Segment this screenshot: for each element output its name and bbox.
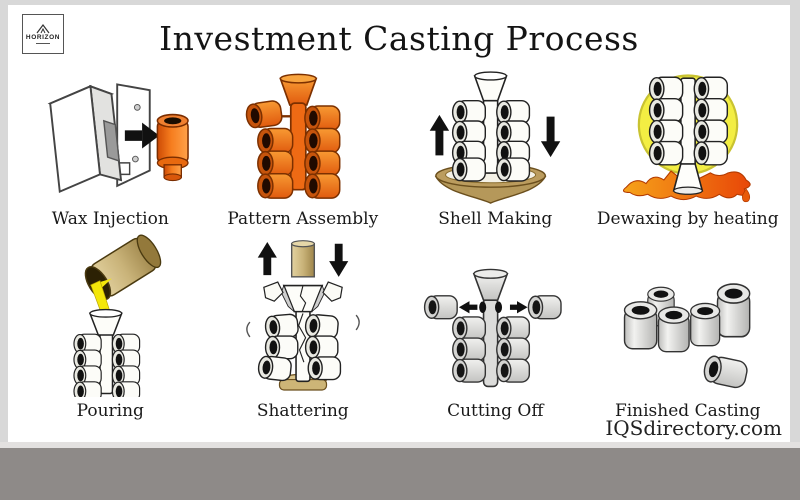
- cutting-off-illustration: [424, 268, 562, 388]
- logo-roof-icon: [36, 23, 50, 34]
- process-row-2: Pouring: [14, 231, 784, 421]
- step-cutting-off: Cutting Off: [399, 231, 592, 421]
- inverted-tree-icon: [648, 76, 728, 195]
- cut-part-left-icon: [424, 295, 478, 320]
- metal-tree-icon: [452, 268, 531, 388]
- finished-casting-illustration: [623, 283, 751, 389]
- logo-rule: [36, 43, 50, 45]
- pouring-illustration: [73, 234, 162, 397]
- process-row-1: Wax Injection: [14, 63, 784, 229]
- step-shattering: Shattering: [207, 231, 400, 421]
- cracking-tree-icon: [245, 281, 360, 391]
- ceramic-tree-icon: [73, 308, 141, 397]
- step-label: Cutting Off: [447, 401, 544, 421]
- watermark: IQSdirectory.com: [605, 416, 782, 440]
- step-label: Finished Casting: [614, 401, 761, 421]
- step-wax-injection: Wax Injection: [14, 63, 207, 229]
- step-label: Wax Injection: [51, 209, 169, 229]
- arrow-down-icon: [541, 116, 561, 158]
- step-pouring: Pouring: [14, 231, 207, 421]
- ceramic-tree-icon: [452, 71, 531, 182]
- step-shell-making: Shell Making: [399, 63, 592, 229]
- wax-part-icon: [156, 113, 189, 182]
- arrow-right-icon: [124, 122, 160, 149]
- cut-part-right-icon: [510, 295, 562, 320]
- step-label: Pouring: [76, 401, 144, 421]
- step-label: Shattering: [256, 401, 349, 421]
- step-label: Shell Making: [438, 209, 553, 229]
- arrow-up-icon: [257, 242, 277, 276]
- shell-making-illustration: [429, 71, 561, 204]
- dewaxing-illustration: [622, 74, 751, 203]
- step-dewaxing: Dewaxing by heating: [592, 63, 785, 229]
- step-pattern-assembly: Pattern Assembly: [207, 63, 400, 229]
- arrow-up-icon: [429, 114, 450, 156]
- wax-injection-illustration: [47, 83, 189, 193]
- shell-fragment-icon: [262, 281, 284, 302]
- page-title: Investment Casting Process: [159, 19, 639, 58]
- rammer-icon: [290, 240, 315, 278]
- diagram-canvas: HORIZON Investment Casting Process: [8, 5, 790, 442]
- wax-tree-icon: [243, 73, 341, 199]
- horizon-logo: HORIZON: [22, 14, 64, 54]
- arrow-left-icon: [459, 301, 470, 314]
- shell-fragment-icon: [322, 281, 343, 302]
- shattering-illustration: [245, 240, 360, 391]
- pattern-assembly-illustration: [243, 73, 341, 199]
- footer-light-strip: [0, 442, 800, 448]
- arrow-down-icon: [328, 243, 349, 277]
- step-finished-casting: Finished Casting: [592, 231, 785, 421]
- arrow-right-icon: [517, 301, 528, 314]
- cast-parts-icon: [623, 283, 751, 389]
- footer-bar: [0, 448, 800, 500]
- step-label: Dewaxing by heating: [596, 209, 779, 229]
- logo-brand-text: HORIZON: [25, 33, 61, 41]
- step-label: Pattern Assembly: [227, 209, 379, 229]
- mold-block-icon: [47, 84, 122, 193]
- ladle-icon: [84, 234, 162, 301]
